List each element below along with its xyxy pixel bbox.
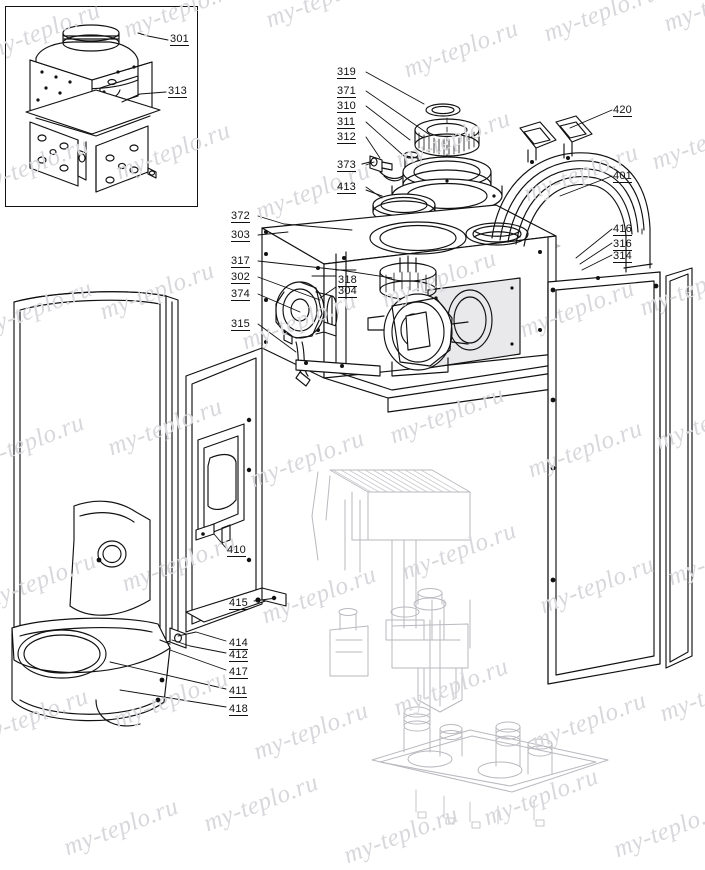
part-number-label-315: 315	[231, 318, 250, 331]
inset-part-number-label-313: 313	[168, 85, 187, 98]
part-number-label-318: 318	[338, 274, 357, 287]
part-number-label-372: 372	[231, 210, 250, 223]
inset-part-number-label-301: 301	[170, 33, 189, 46]
flue-duct-curved	[491, 115, 653, 273]
burner-head-center	[295, 255, 469, 377]
part-number-label-401: 401	[613, 170, 632, 183]
part-number-label-420: 420	[613, 104, 632, 117]
part-number-label-317: 317	[231, 255, 250, 268]
part-number-label-412: 412	[229, 649, 248, 662]
right-side-panels	[547, 267, 693, 685]
part-number-label-303: 303	[231, 229, 250, 242]
part-number-label-311: 311	[337, 116, 356, 129]
part-number-label-304: 304	[338, 285, 357, 298]
part-number-label-319: 319	[337, 66, 356, 79]
background-components-artwork	[311, 215, 609, 829]
fan-and-flue-stack	[361, 103, 503, 224]
part-number-label-413: 413	[337, 181, 356, 194]
part-number-label-374: 374	[231, 288, 250, 301]
part-number-label-310: 310	[337, 100, 356, 113]
part-number-label-302: 302	[231, 271, 250, 284]
fan-assembly-left	[275, 281, 338, 387]
inset-detail-frame	[5, 6, 198, 207]
part-number-label-371: 371	[337, 85, 356, 98]
part-number-label-415: 415	[229, 597, 248, 610]
part-number-label-312: 312	[337, 131, 356, 144]
part-number-label-314: 314	[613, 250, 632, 263]
part-number-label-373: 373	[337, 159, 356, 172]
part-number-label-416: 416	[613, 223, 632, 236]
part-number-label-417: 417	[229, 666, 248, 679]
inner-frame-chassis	[159, 347, 287, 649]
part-number-label-410: 410	[227, 544, 246, 557]
inset-burner-detail	[25, 24, 169, 193]
front-door-panel	[11, 291, 179, 727]
part-number-label-411: 411	[229, 685, 248, 698]
callout-leader-lines	[109, 71, 643, 708]
main-exploded-assembly-artwork	[11, 24, 693, 727]
part-number-label-316: 316	[613, 238, 632, 251]
part-number-label-414: 414	[229, 637, 248, 650]
part-number-label-418: 418	[229, 703, 248, 716]
